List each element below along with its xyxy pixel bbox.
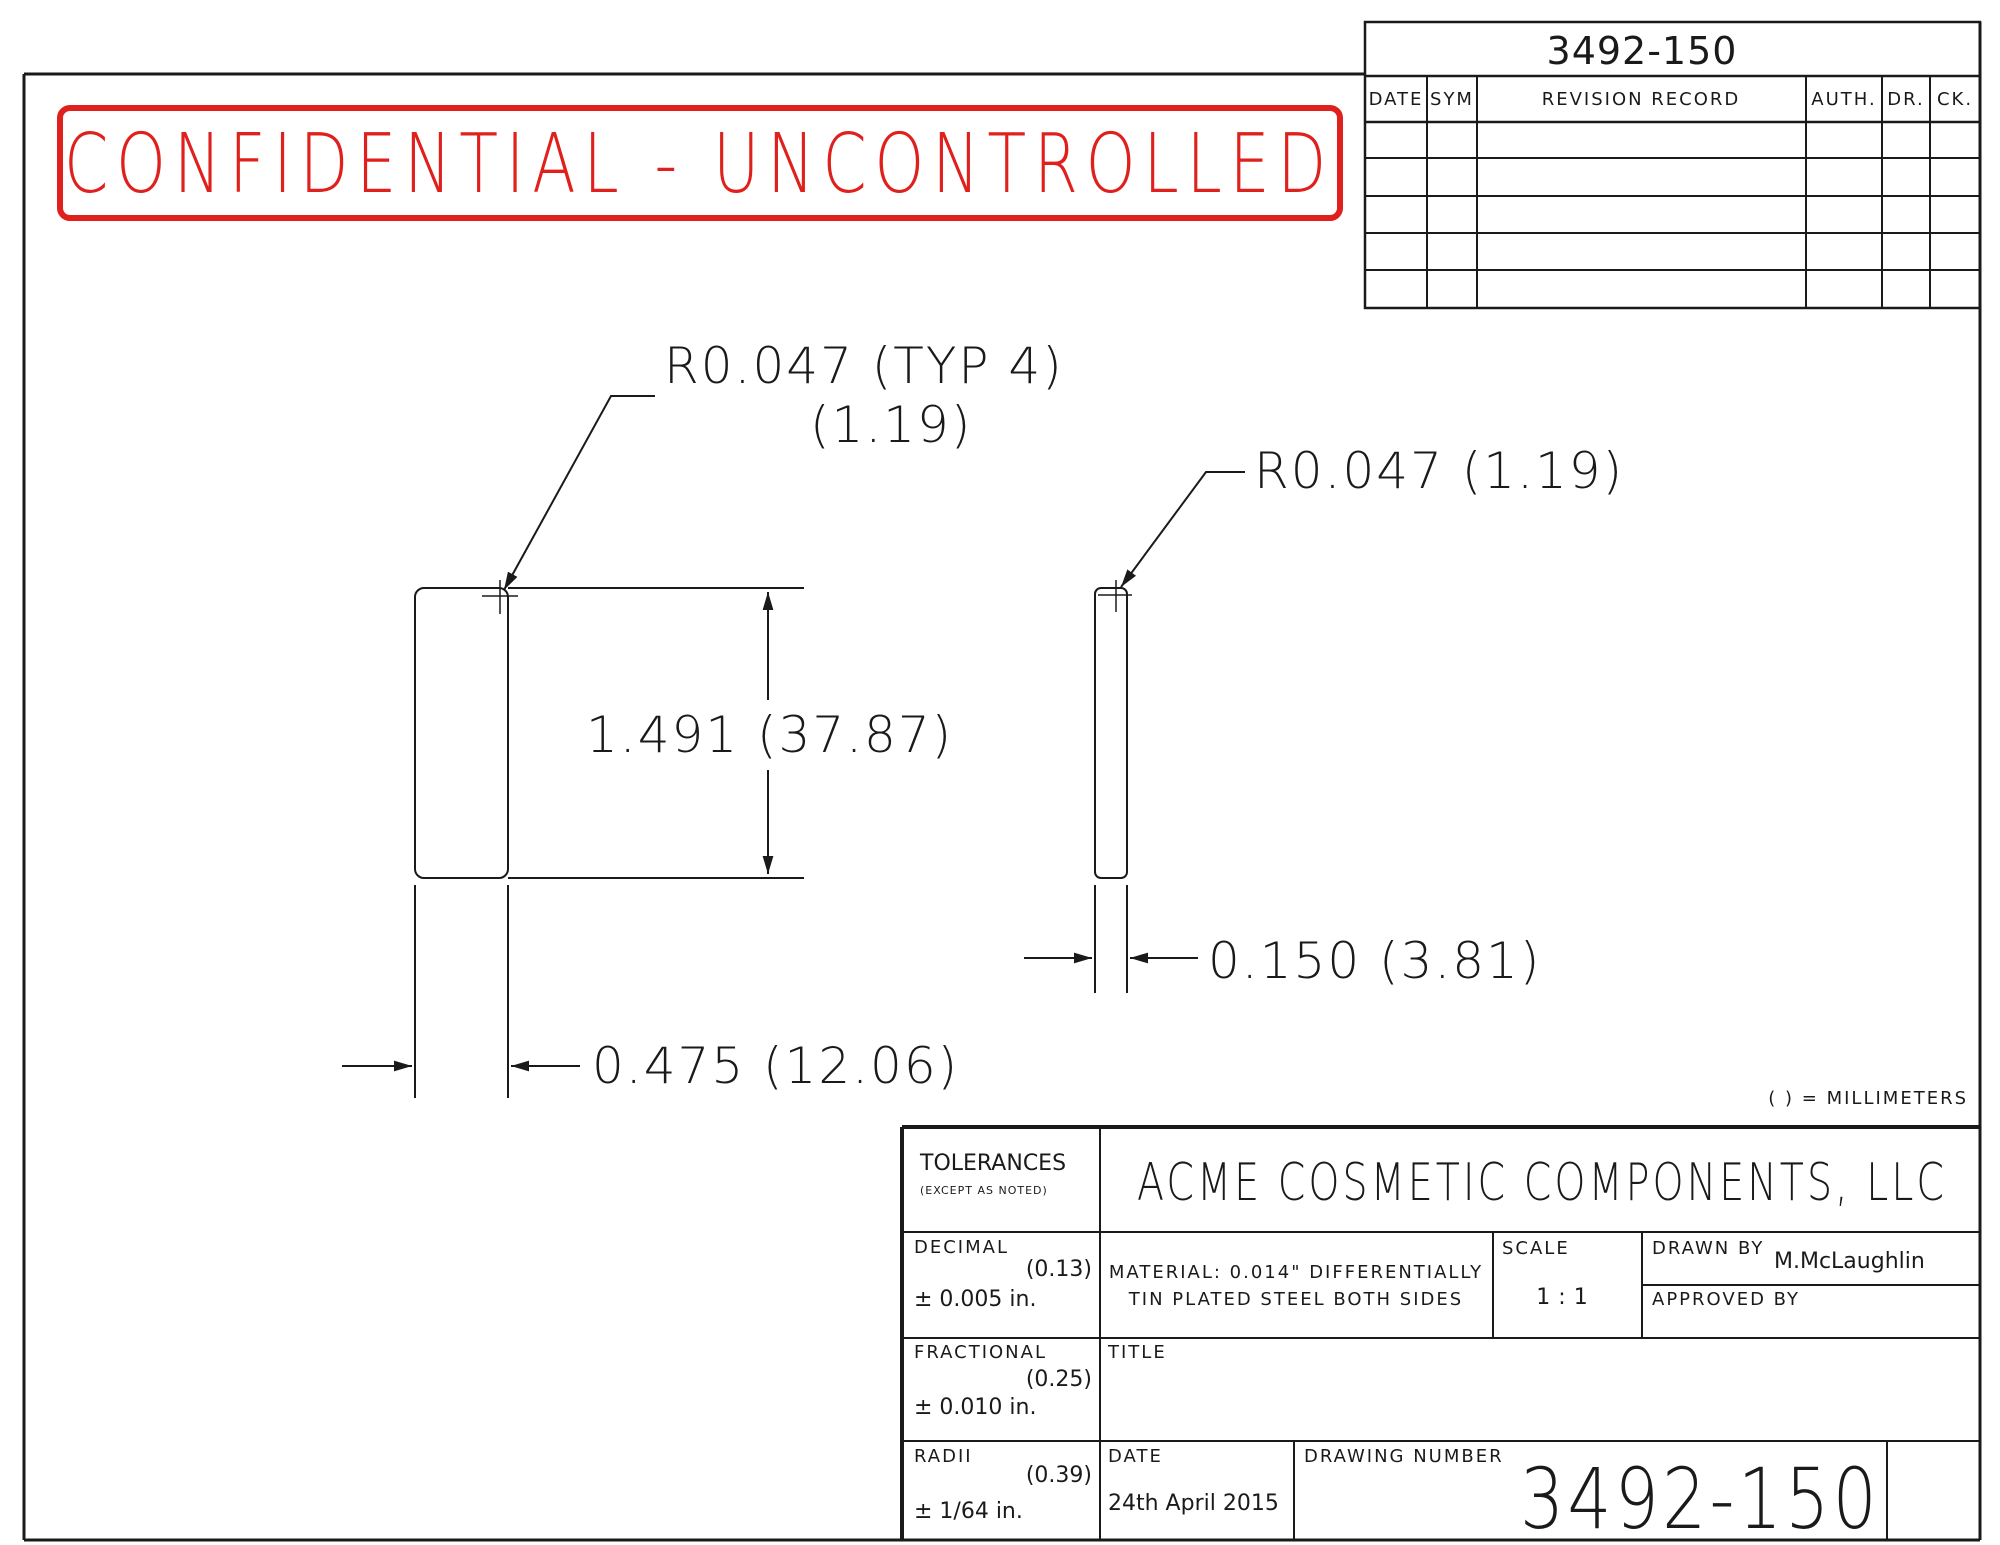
revision-table: 3492-150 DATE SYM REVISION RECORD AUTH. … <box>1363 20 1982 310</box>
scale-value: 1:1 <box>1536 1285 1595 1310</box>
fractional-in: ± 0.010 in. <box>914 1395 1036 1420</box>
header-drawing-number: 3492-150 <box>1547 29 1738 73</box>
tolerances-label: TOLERANCES <box>919 1151 1066 1176</box>
scale-label: SCALE <box>1502 1238 1570 1259</box>
approved-by-label: APPROVED BY <box>1652 1289 1800 1310</box>
confidential-text: CONFIDENTIAL - UNCONTROLLED <box>64 117 1334 212</box>
date-value: 24th April 2015 <box>1108 1491 1279 1516</box>
radii-mm: (0.39) <box>1026 1463 1092 1488</box>
fractional-mm: (0.25) <box>1026 1367 1092 1392</box>
part-front-outline <box>414 587 509 879</box>
material-line-1: MATERIAL: 0.014" DIFFERENTIALLY <box>1109 1262 1483 1283</box>
width-dimension: 0.475 (12.06) <box>592 1037 959 1095</box>
confidential-banner: CONFIDENTIAL - UNCONTROLLED <box>57 105 1343 221</box>
except-as-noted-label: (EXCEPT AS NOTED) <box>920 1184 1048 1197</box>
rev-col-auth: AUTH. <box>1811 89 1876 110</box>
title-block: TOLERANCES (EXCEPT AS NOTED) ACME COSMET… <box>900 1125 1980 1545</box>
radii-label: RADII <box>914 1446 973 1467</box>
decimal-in: ± 0.005 in. <box>914 1287 1036 1312</box>
fractional-label: FRACTIONAL <box>914 1342 1047 1363</box>
drawing-number: 3492-150 <box>1520 1450 1880 1545</box>
rev-col-ck: CK. <box>1937 89 1973 110</box>
side-view: 0.150 (3.81) R0.047 (1.19) <box>1024 442 1624 993</box>
material-line-2: TIN PLATED STEEL BOTH SIDES <box>1128 1289 1463 1310</box>
part-side-outline <box>1094 587 1128 879</box>
radius-typ-mm: (1.19) <box>810 396 972 454</box>
rev-col-dr: DR. <box>1887 89 1924 110</box>
thickness-dimension: 0.150 (3.81) <box>1208 932 1541 990</box>
front-view: 1.491 (37.87) 0.475 (12.06) R0.047 (TYP … <box>342 337 1064 1098</box>
radii-in: ± 1/64 in. <box>914 1499 1023 1524</box>
company-name: ACME COSMETIC COMPONENTS, LLC <box>1137 1153 1947 1213</box>
radius-typ-note: R0.047 (TYP 4) <box>664 337 1064 395</box>
title-label: TITLE <box>1107 1342 1167 1363</box>
drawn-by-label: DRAWN BY <box>1652 1238 1764 1259</box>
radius-side-note: R0.047 (1.19) <box>1254 442 1624 500</box>
date-label: DATE <box>1108 1446 1163 1467</box>
drawn-by-value: M.McLaughlin <box>1774 1249 1925 1274</box>
height-dimension: 1.491 (37.87) <box>586 706 953 764</box>
rev-col-date: DATE <box>1369 89 1424 110</box>
rev-col-sym: SYM <box>1430 89 1474 110</box>
sheet-border <box>22 22 1982 1542</box>
units-note: ( ) = MILLIMETERS <box>1768 1088 1968 1109</box>
rev-col-record: REVISION RECORD <box>1542 89 1741 110</box>
decimal-mm: (0.13) <box>1026 1257 1092 1282</box>
decimal-label: DECIMAL <box>914 1237 1009 1258</box>
drawing-number-label: DRAWING NUMBER <box>1304 1446 1504 1467</box>
